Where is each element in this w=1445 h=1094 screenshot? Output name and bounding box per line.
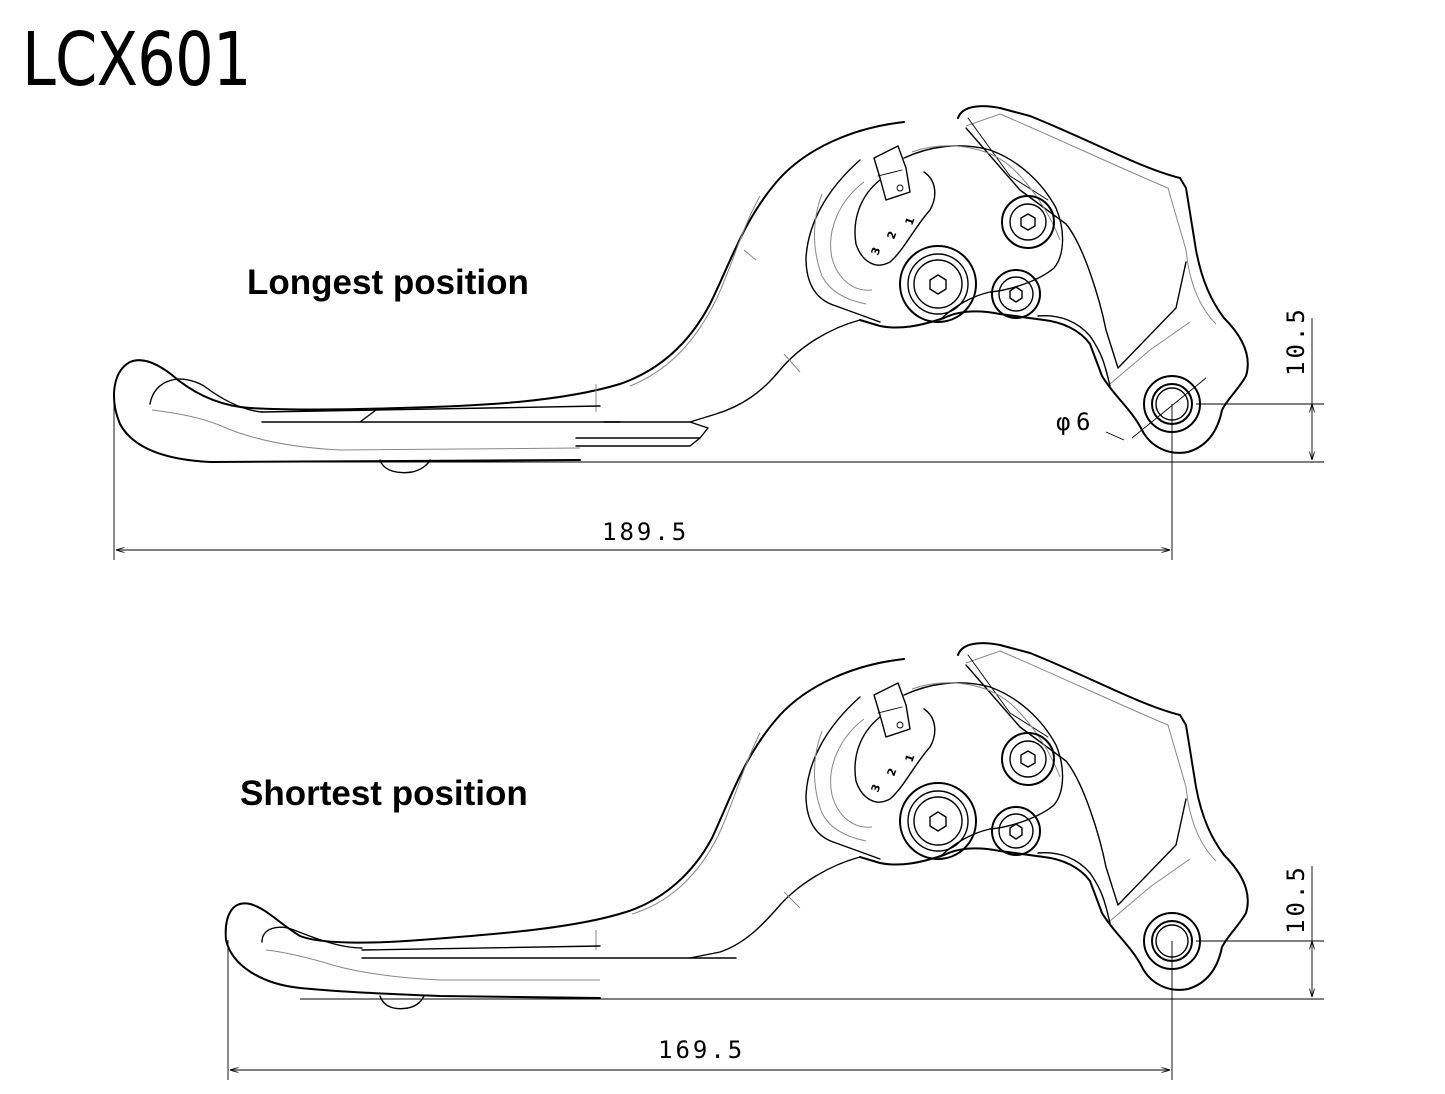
adjuster-mark-1: 1 xyxy=(903,752,918,764)
adjuster-mark-2: 2 xyxy=(885,229,900,241)
adjuster-mark-1: 1 xyxy=(903,215,918,227)
shortest-lever-drawing: 3 2 1 169.5 10.5 xyxy=(224,642,1324,1080)
pivot-offset-value: 10.5 xyxy=(1282,306,1310,376)
page-title: LCX601 xyxy=(22,17,251,103)
adjuster-mark-3: 3 xyxy=(869,782,884,794)
overall-length-value: 189.5 xyxy=(602,518,689,546)
adjuster-mark-3: 3 xyxy=(869,245,884,257)
adjuster-mark-2: 2 xyxy=(885,766,900,778)
pivot-diameter-symbol: φ xyxy=(1056,408,1073,436)
longest-lever-drawing: 3 2 1 φ 6 189.5 10.5 xyxy=(113,105,1324,560)
longest-position-caption: Longest position xyxy=(247,263,529,302)
pivot-diameter-value: 6 xyxy=(1076,408,1093,436)
shortest-position-caption: Shortest position xyxy=(240,774,528,813)
pivot-offset-value: 10.5 xyxy=(1282,864,1310,934)
overall-length-value: 169.5 xyxy=(658,1036,745,1064)
